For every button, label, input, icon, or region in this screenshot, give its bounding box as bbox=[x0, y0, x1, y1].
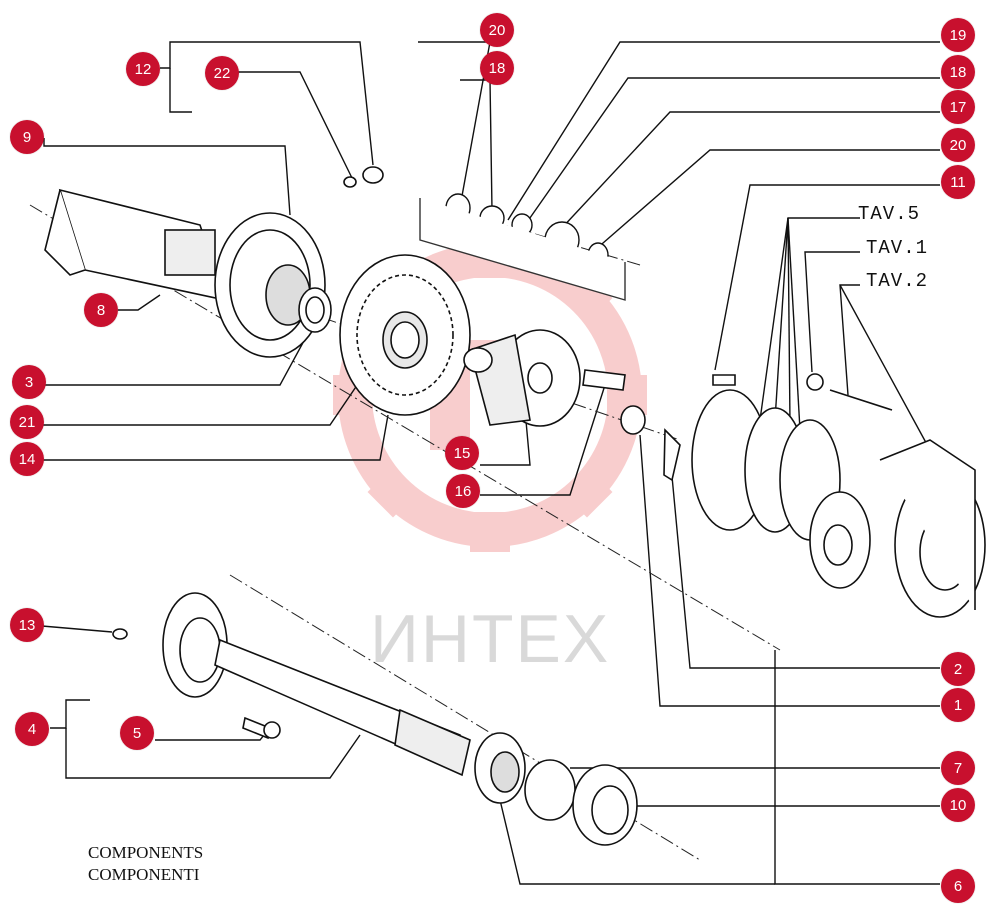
callout-13[interactable]: 13 bbox=[10, 608, 44, 642]
callout-16[interactable]: 16 bbox=[446, 474, 480, 508]
callout-19[interactable]: 19 bbox=[941, 18, 975, 52]
callout-18[interactable]: 18 bbox=[480, 51, 514, 85]
caption-it: COMPONENTI bbox=[88, 865, 200, 884]
watermark-text: ИНТЕХ bbox=[370, 601, 611, 677]
table-ref-tav2[interactable]: TAV.2 bbox=[866, 270, 929, 292]
callout-22[interactable]: 22 bbox=[205, 56, 239, 90]
caption: COMPONENTS COMPONENTI bbox=[88, 842, 203, 886]
callout-6[interactable]: 6 bbox=[941, 869, 975, 903]
table-ref-tav5[interactable]: TAV.5 bbox=[858, 203, 921, 225]
caption-en: COMPONENTS bbox=[88, 843, 204, 862]
callout-5[interactable]: 5 bbox=[120, 716, 154, 750]
table-ref-tav1[interactable]: TAV.1 bbox=[866, 237, 929, 259]
callout-10[interactable]: 10 bbox=[941, 788, 975, 822]
callout-1[interactable]: 1 bbox=[941, 688, 975, 722]
callout-4[interactable]: 4 bbox=[15, 712, 49, 746]
callout-21[interactable]: 21 bbox=[10, 405, 44, 439]
callout-12[interactable]: 12 bbox=[126, 52, 160, 86]
callout-3[interactable]: 3 bbox=[12, 365, 46, 399]
callout-20[interactable]: 20 bbox=[941, 128, 975, 162]
callout-11[interactable]: 11 bbox=[941, 165, 975, 199]
callout-9[interactable]: 9 bbox=[10, 120, 44, 154]
callout-18[interactable]: 18 bbox=[941, 55, 975, 89]
callout-8[interactable]: 8 bbox=[84, 293, 118, 327]
callout-17[interactable]: 17 bbox=[941, 90, 975, 124]
callout-20[interactable]: 20 bbox=[480, 13, 514, 47]
callout-7[interactable]: 7 bbox=[941, 751, 975, 785]
callout-14[interactable]: 14 bbox=[10, 442, 44, 476]
callout-15[interactable]: 15 bbox=[445, 436, 479, 470]
callout-2[interactable]: 2 bbox=[941, 652, 975, 686]
